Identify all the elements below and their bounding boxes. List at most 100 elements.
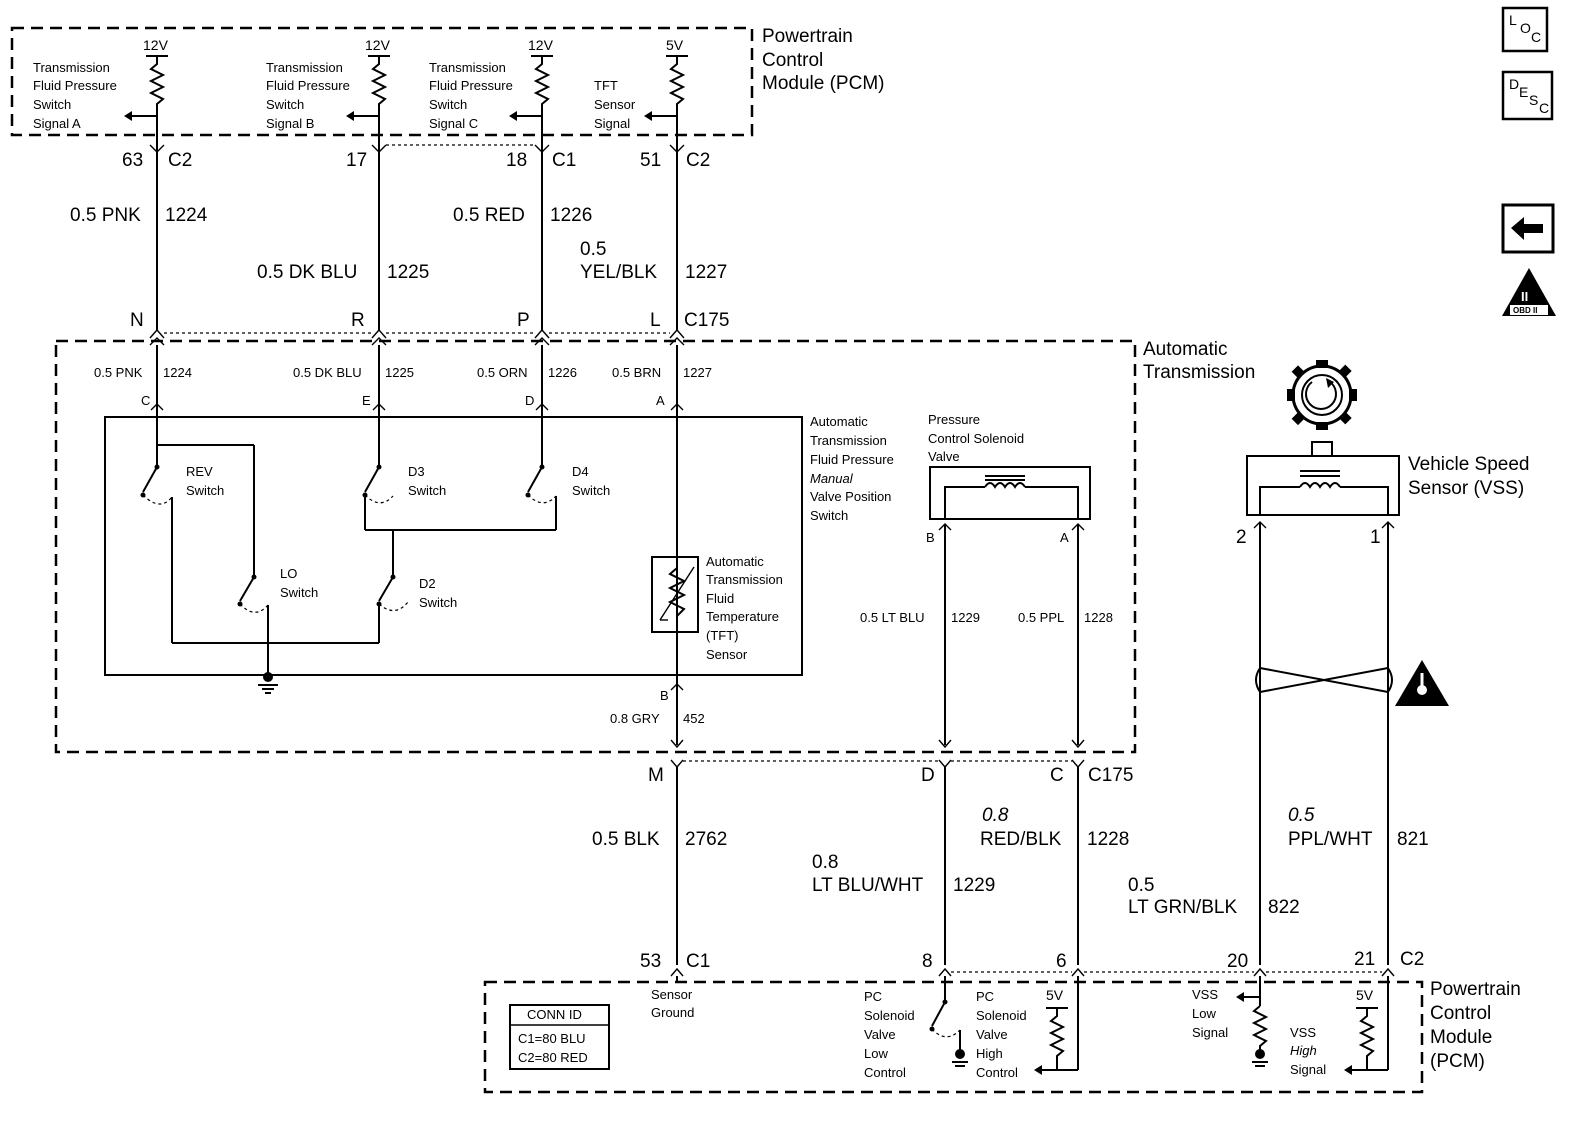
pc-low-driver: PC Solenoid Valve Low Control <box>864 976 968 1080</box>
pullup-resistor-b <box>346 55 390 122</box>
ground-icon <box>172 605 379 694</box>
svg-text:D4: D4 <box>572 464 589 479</box>
svg-text:1228: 1228 <box>1084 610 1113 625</box>
reluctor-wheel-icon <box>1287 360 1357 430</box>
svg-text:VSS: VSS <box>1192 987 1218 1002</box>
svg-text:0.5 DK BLU: 0.5 DK BLU <box>293 365 362 380</box>
connector-c1-top: C1 <box>552 150 576 171</box>
svg-text:0.5 BRN: 0.5 BRN <box>612 365 661 380</box>
pcm-top-voltage-b: 12V <box>365 37 391 53</box>
svg-text:A: A <box>1060 530 1069 545</box>
pcm-top-title-3: Module (PCM) <box>762 73 884 94</box>
pressure-control-solenoid: Pressure Control Solenoid Valve B A 0.5 … <box>860 412 1113 749</box>
circuit-1225: 1225 <box>387 262 429 283</box>
svg-text:D2: D2 <box>419 576 436 591</box>
svg-text:2: 2 <box>1236 527 1247 548</box>
svg-text:Ground: Ground <box>651 1005 694 1020</box>
wire-label-pnk: 0.5 PNK <box>70 205 141 226</box>
svg-text:Valve: Valve <box>976 1027 1008 1042</box>
signal-label-b: Transmission Fluid Pressure Switch Signa… <box>266 60 350 131</box>
svg-text:R: R <box>351 310 365 331</box>
svg-text:Valve: Valve <box>864 1027 896 1042</box>
svg-text:6: 6 <box>1056 951 1067 972</box>
svg-text:Control: Control <box>864 1065 906 1080</box>
svg-text:RED/BLK: RED/BLK <box>980 829 1062 850</box>
svg-text:Solenoid: Solenoid <box>976 1008 1027 1023</box>
pcm-top-title-2: Control <box>762 50 823 71</box>
svg-text:Powertrain: Powertrain <box>1430 979 1521 1000</box>
svg-text:C2: C2 <box>1400 949 1424 970</box>
svg-text:Fluid: Fluid <box>706 591 734 606</box>
connector-c2-top-a: C2 <box>168 150 192 171</box>
vss-title-1: Vehicle Speed <box>1408 454 1530 475</box>
warning-icon <box>1395 660 1449 706</box>
svg-text:0.5 ORN: 0.5 ORN <box>477 365 528 380</box>
svg-text:VSS: VSS <box>1290 1025 1316 1040</box>
svg-text:Solenoid: Solenoid <box>864 1008 915 1023</box>
svg-text:0.8: 0.8 <box>982 805 1009 826</box>
c175-top-connector: N R P L C175 <box>130 310 729 346</box>
svg-text:N: N <box>130 310 144 331</box>
pullup-resistor-d <box>644 55 688 122</box>
pin-17: 17 <box>346 150 367 171</box>
svg-text:Signal: Signal <box>1192 1025 1228 1040</box>
rev-switch: REV Switch <box>140 420 255 643</box>
svg-text:Switch: Switch <box>419 595 457 610</box>
svg-text:Fluid Pressure: Fluid Pressure <box>33 78 117 93</box>
back-arrow-icon[interactable] <box>1501 203 1555 254</box>
svg-text:Automatic: Automatic <box>810 414 868 429</box>
conn-id-box: CONN ID C1=80 BLU C2=80 RED <box>509 1004 610 1070</box>
svg-text:C2=80 RED: C2=80 RED <box>518 1050 588 1065</box>
upper-wires: 0.5 PNK 1224 0.5 DK BLU 1225 0.5 RED 122… <box>70 122 727 330</box>
pc-high-driver: PC Solenoid Valve High Control 5V <box>976 976 1079 1080</box>
pcm-top-voltage-d: 5V <box>666 37 684 53</box>
svg-text:P: P <box>517 310 530 331</box>
transmission-title-1: Automatic <box>1143 339 1227 360</box>
svg-text:0.5: 0.5 <box>1128 875 1154 896</box>
svg-text:LT GRN/BLK: LT GRN/BLK <box>1128 897 1237 918</box>
svg-text:Transmission: Transmission <box>706 572 783 587</box>
svg-text:C: C <box>1050 765 1064 786</box>
svg-text:Sensor: Sensor <box>651 987 693 1002</box>
pullup-resistor-a <box>124 55 168 122</box>
pin-18: 18 <box>506 150 527 171</box>
svg-text:PC: PC <box>976 989 994 1004</box>
vehicle-speed-sensor: Vehicle Speed Sensor (VSS) 2 1 <box>1236 360 1530 965</box>
d2-switch: D2 Switch <box>376 530 457 643</box>
wire-label-gry: 0.8 GRY <box>610 711 660 726</box>
svg-text:53: 53 <box>640 951 661 972</box>
svg-text:0.5: 0.5 <box>1288 805 1315 826</box>
transmission-title-2: Transmission <box>1143 362 1255 383</box>
wire-label-dkblu: 0.5 DK BLU <box>257 262 357 283</box>
vss-low-input: VSS Low Signal <box>1192 976 1269 1067</box>
svg-text:Low: Low <box>1192 1006 1216 1021</box>
desc-icon[interactable]: D E S C <box>1501 70 1554 121</box>
svg-text:21: 21 <box>1354 949 1375 970</box>
svg-text:20: 20 <box>1227 951 1248 972</box>
svg-text:Valve: Valve <box>928 449 960 464</box>
c175-bottom-connector: M D C C175 <box>648 759 1133 965</box>
svg-text:Transmission: Transmission <box>266 60 343 75</box>
svg-text:Sensor: Sensor <box>594 97 636 112</box>
svg-text:0.5 PPL: 0.5 PPL <box>1018 610 1064 625</box>
svg-text:Signal: Signal <box>594 116 630 131</box>
pullup-resistor-c <box>509 55 553 122</box>
svg-text:LT BLU/WHT: LT BLU/WHT <box>812 875 924 896</box>
pin-63: 63 <box>122 150 143 171</box>
d4-switch: D4 Switch <box>365 420 610 531</box>
svg-text:Switch: Switch <box>572 483 610 498</box>
obd-ii-icon[interactable]: II OBD II <box>1502 268 1556 316</box>
loc-icon[interactable]: L O C <box>1501 6 1549 53</box>
svg-text:LO: LO <box>280 566 297 581</box>
svg-text:Switch: Switch <box>266 97 304 112</box>
svg-text:Transmission: Transmission <box>33 60 110 75</box>
svg-text:OBD II: OBD II <box>1513 306 1537 315</box>
d3-switch: D3 Switch <box>362 420 446 530</box>
svg-text:Transmission: Transmission <box>429 60 506 75</box>
svg-text:E: E <box>362 393 371 408</box>
pcm-top-title-1: Powertrain <box>762 26 853 47</box>
svg-text:Valve Position: Valve Position <box>810 489 891 504</box>
switch-assembly-label: Automatic Transmission Fluid Pressure Ma… <box>810 414 894 523</box>
svg-text:Switch: Switch <box>186 483 224 498</box>
svg-text:Fluid Pressure: Fluid Pressure <box>810 452 894 467</box>
